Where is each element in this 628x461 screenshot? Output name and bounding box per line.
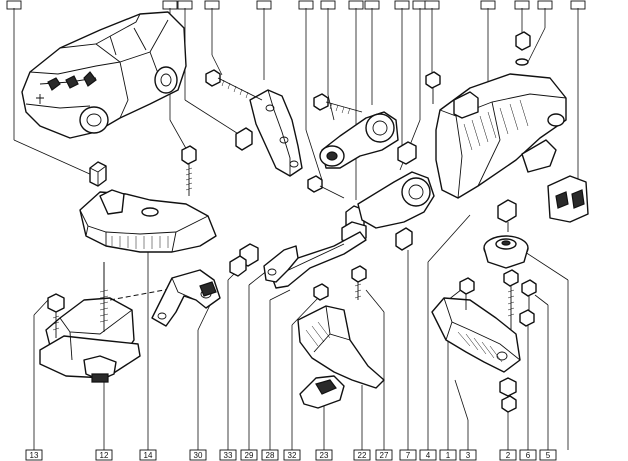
car-illustration	[21, 11, 187, 139]
callout-3: 3	[459, 449, 477, 461]
top-callout-row	[6, 0, 586, 10]
callout-top	[394, 0, 410, 10]
callout-top	[162, 0, 178, 10]
callout-30: 30	[189, 449, 207, 461]
callout-33: 33	[219, 449, 237, 461]
callout-label: 14	[144, 451, 153, 460]
callout-top	[177, 0, 193, 10]
callout-label: 2	[506, 451, 511, 460]
callout-top	[348, 0, 364, 10]
callout-top	[364, 0, 380, 10]
transmission-mount-lower	[431, 199, 537, 413]
callout-label: 6	[526, 451, 531, 460]
callout-label: 7	[406, 451, 411, 460]
callout-12: 12	[95, 449, 113, 461]
callout-2: 2	[499, 449, 517, 461]
left-engine-mount-assembly	[39, 145, 217, 383]
engine-bracket-upper	[205, 69, 303, 177]
center-lower-mount	[239, 171, 435, 301]
callout-top	[256, 0, 272, 10]
callout-top	[320, 0, 336, 10]
callout-label: 12	[100, 451, 109, 460]
callout-label: 27	[380, 451, 389, 460]
callout-label: 1	[446, 451, 451, 460]
callout-label: 3	[466, 451, 471, 460]
lower-bracket-22-23	[297, 305, 385, 409]
callout-27: 27	[375, 449, 393, 461]
leader-lines	[13, 8, 579, 450]
callout-29: 29	[240, 449, 258, 461]
callout-23: 23	[315, 449, 333, 461]
callout-14: 14	[139, 449, 157, 461]
callout-label: 22	[358, 451, 367, 460]
callout-1: 1	[439, 449, 457, 461]
bushing-33	[229, 255, 247, 277]
callout-label: 32	[288, 451, 297, 460]
callout-top	[480, 0, 496, 10]
callout-top	[298, 0, 314, 10]
callout-top	[537, 0, 553, 10]
transmission-mount-upper	[425, 31, 589, 223]
callout-label: 23	[320, 451, 329, 460]
callout-top	[204, 0, 220, 10]
callout-4: 4	[419, 449, 437, 461]
bracket-30	[151, 269, 221, 327]
callout-32: 32	[283, 449, 301, 461]
callout-6: 6	[519, 449, 537, 461]
torque-rod-assembly	[307, 93, 417, 199]
callout-label: 33	[224, 451, 233, 460]
callout-top	[570, 0, 586, 10]
callout-label: 30	[194, 451, 203, 460]
callout-top	[514, 0, 530, 10]
callout-28: 28	[261, 449, 279, 461]
callout-label: 4	[426, 451, 431, 460]
callout-top	[424, 0, 440, 10]
callout-top	[6, 0, 22, 10]
callout-5: 5	[539, 449, 557, 461]
callout-7: 7	[399, 449, 417, 461]
callout-label: 28	[266, 451, 275, 460]
callout-label: 29	[245, 451, 254, 460]
callout-22: 22	[353, 449, 371, 461]
callout-13: 13	[25, 449, 43, 461]
callout-label: 13	[30, 451, 39, 460]
callout-label: 5	[546, 451, 551, 460]
